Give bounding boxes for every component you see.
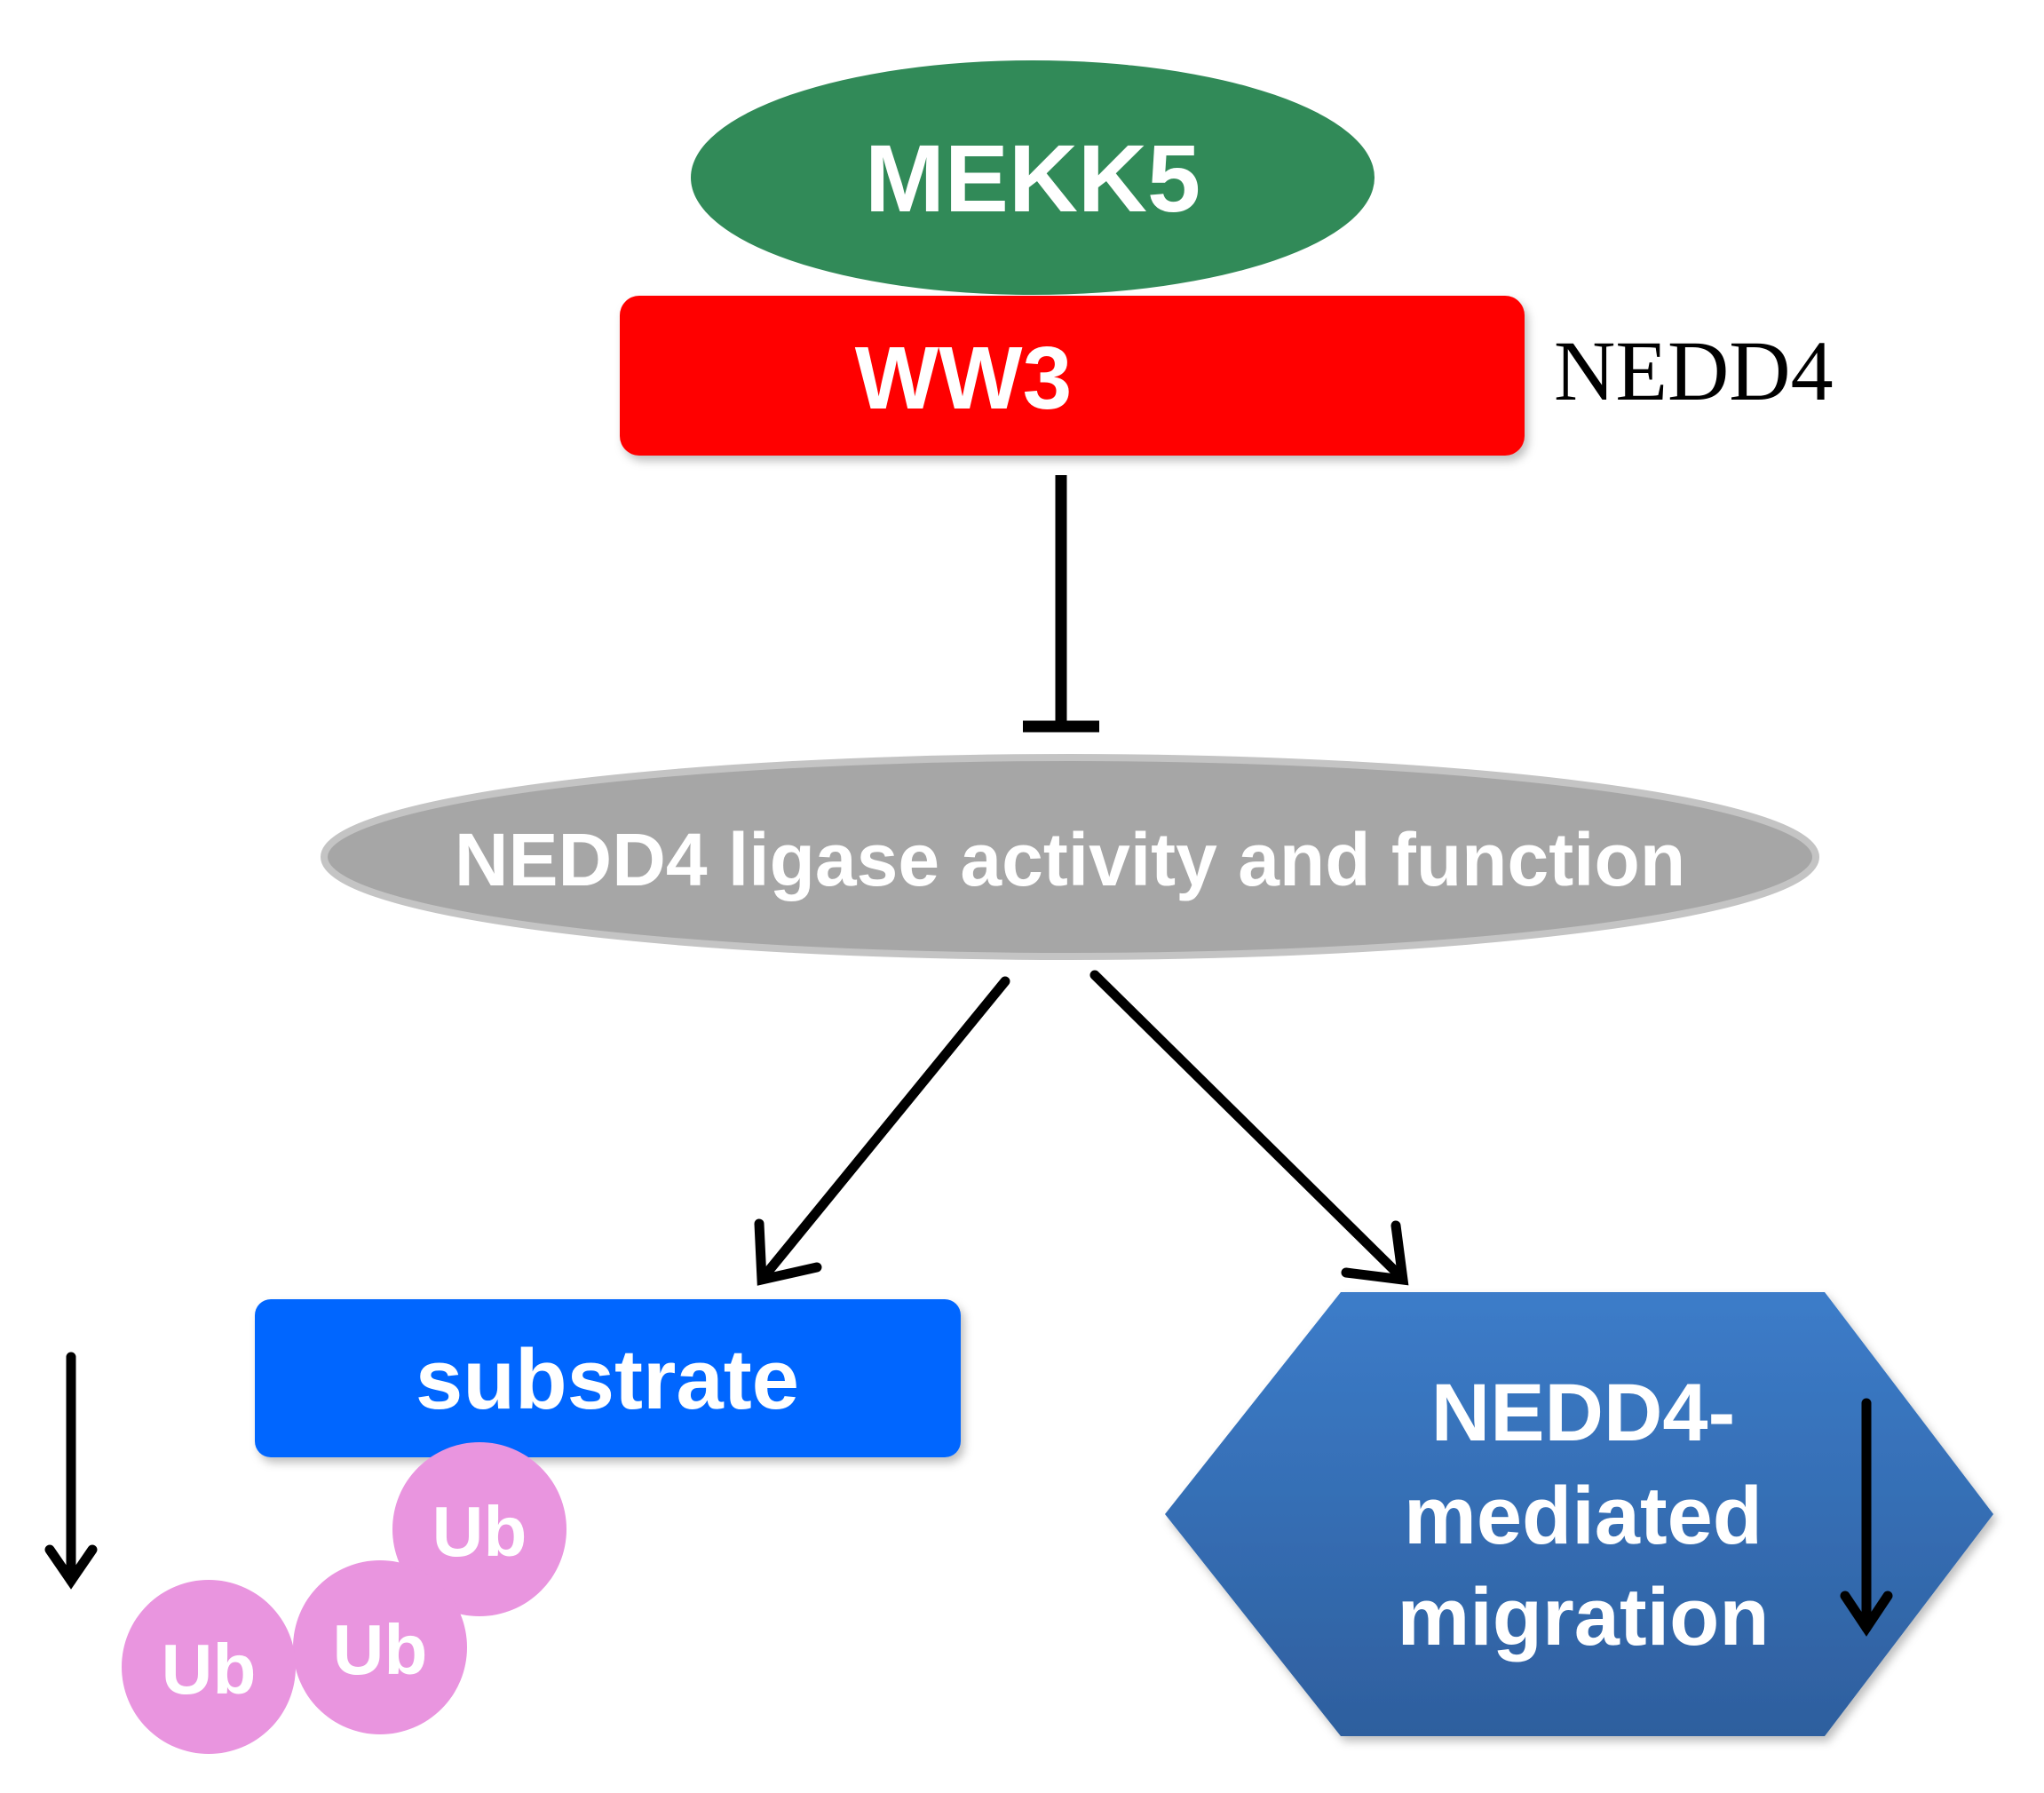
activation-edge-substrate: [754, 976, 1010, 1286]
substrate-label: substrate: [416, 1332, 799, 1427]
ligase-shape: [321, 754, 1819, 960]
migration-shape: [1165, 1292, 1993, 1736]
ubiquitin-1: Ub: [392, 1442, 566, 1616]
edge-line-migration: [1089, 970, 1406, 1282]
arrowhead-substrate: [754, 1218, 822, 1286]
down-arrow-migration: [1840, 1398, 1893, 1637]
down-arrow-head-1: [44, 1544, 98, 1590]
mekk5-label: MEKK5: [865, 124, 1200, 232]
ub-circle-2: [293, 1560, 467, 1734]
ub-label-1: Ub: [432, 1492, 527, 1571]
ubiquitin-3: Ub: [122, 1580, 296, 1754]
ligase-node: NEDD4 ligase activity and function: [321, 754, 1819, 960]
migration-node: NEDD4- mediated migration: [1165, 1292, 1993, 1736]
migration-label-line-1: NEDD4-: [1431, 1368, 1735, 1458]
ub-circle-3: [122, 1580, 296, 1754]
ub-label-3: Ub: [162, 1630, 257, 1709]
arrowhead-migration: [1341, 1220, 1409, 1286]
substrate-node: substrate: [255, 1299, 961, 1457]
inhibition-edge: [1023, 475, 1099, 733]
mekk5-node: MEKK5: [691, 60, 1375, 295]
ww3-label: WW3: [855, 329, 1072, 428]
edge-line-substrate: [758, 976, 1010, 1282]
migration-label-line-3: migration: [1397, 1572, 1769, 1662]
ww3-shape: [620, 296, 1525, 456]
nedd4-side-label: NEDD4: [1554, 323, 1834, 418]
activation-edge-migration: [1089, 970, 1409, 1286]
down-arrow-ubiquitination: [44, 1352, 98, 1590]
substrate-shape: [255, 1299, 961, 1457]
mekk5-shape: [691, 60, 1375, 295]
migration-label-line-2: mediated: [1404, 1471, 1763, 1561]
ub-circle-1: [392, 1442, 566, 1616]
ubiquitin-chain: Ub Ub Ub: [122, 1442, 566, 1754]
ww3-node: WW3: [620, 296, 1525, 456]
ligase-label: NEDD4 ligase activity and function: [455, 818, 1685, 901]
ubiquitin-2: Ub: [293, 1560, 467, 1734]
ub-label-2: Ub: [333, 1610, 428, 1689]
down-arrow-head-2: [1840, 1591, 1893, 1637]
